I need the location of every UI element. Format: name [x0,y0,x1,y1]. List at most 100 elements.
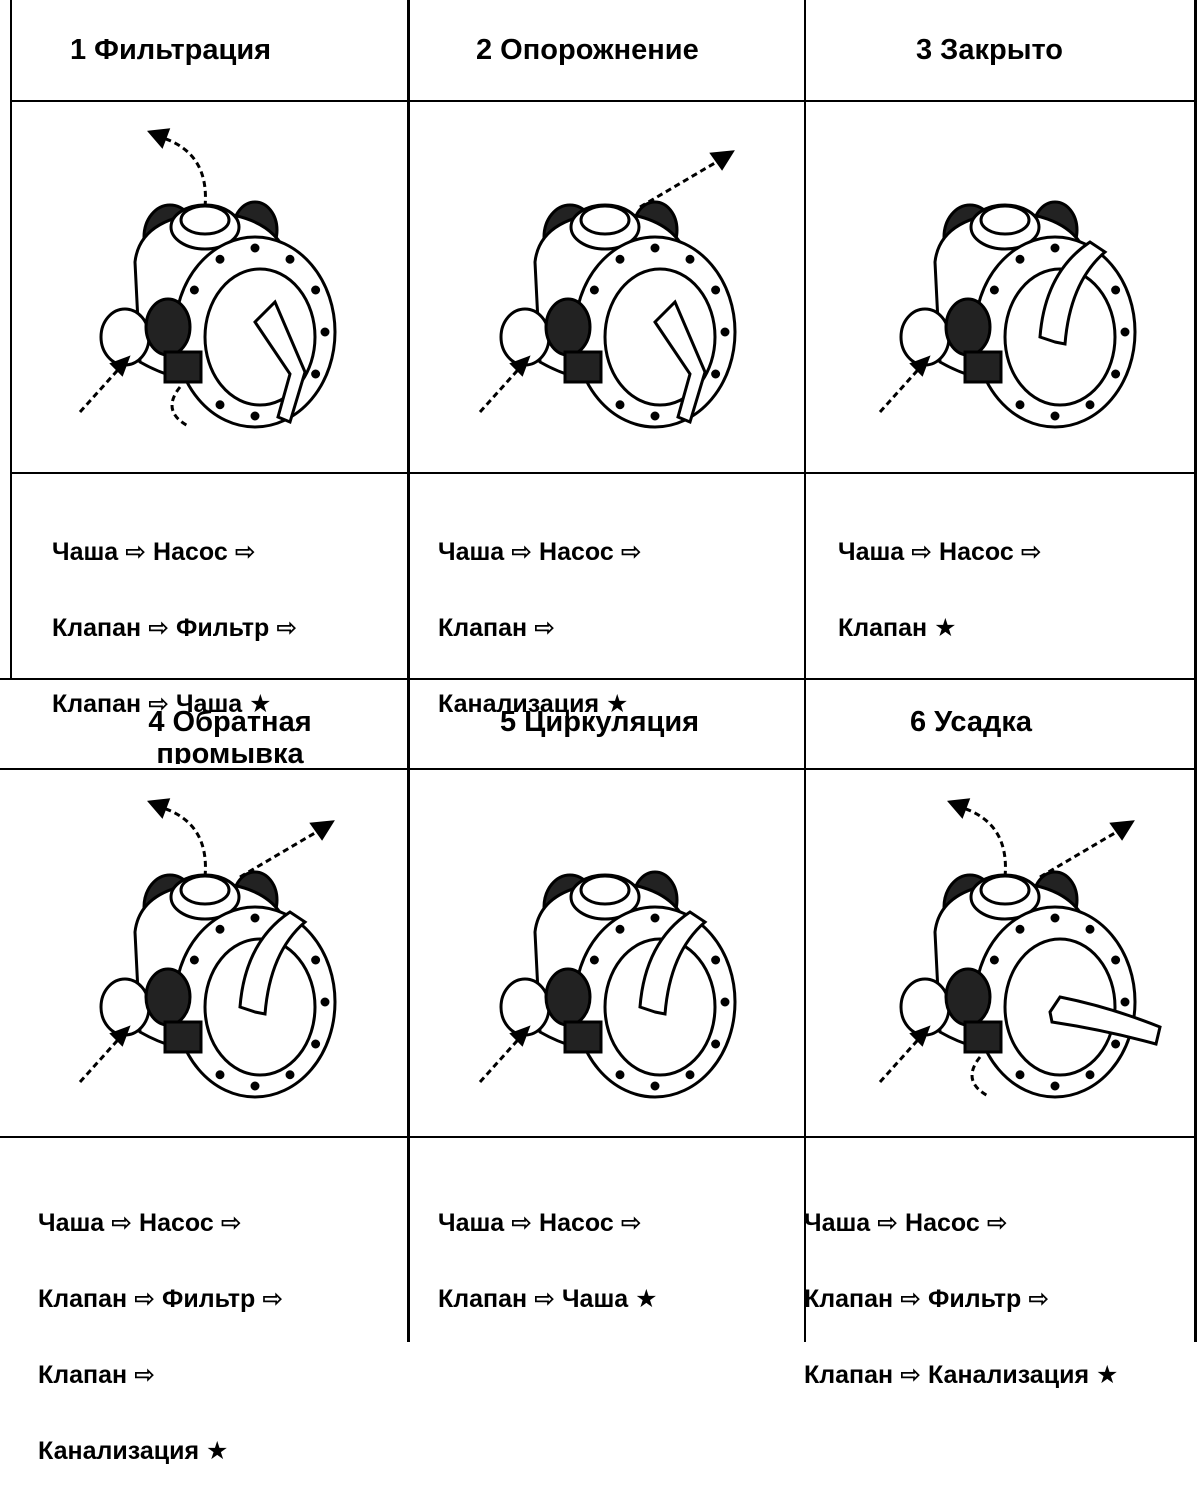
flange-bolt [252,915,258,921]
waste-arrowhead [712,152,732,168]
port-top-inner [181,876,229,904]
desc-line: Чаша ⇨ Насос ⇨ [38,1204,283,1242]
flange-bolt [1122,999,1128,1005]
flange-bolt [652,1083,658,1089]
desc-line: Клапан ★ [838,609,1042,647]
desc-line: Клапан ⇨ Фильтр ⇨ [52,609,297,647]
return-arrowhead [950,800,968,816]
flange-bolt [1017,926,1023,932]
port-side-inner [946,299,990,355]
flange-bolt [1113,957,1119,963]
waste-arrow-line [240,827,325,877]
valve-body [501,872,735,1097]
desc-line: Канализация ★ [438,685,642,723]
flange-bolt [1113,287,1119,293]
flange-bolt [313,287,319,293]
flange-bolt [652,915,658,921]
waste-arrow-line [640,157,725,207]
return-arrowhead [150,130,168,146]
port-side-inner [546,299,590,355]
table-row-line-5 [0,1136,1197,1138]
port-side-front [901,979,949,1035]
table-divider-2 [804,0,806,1342]
port-side-front [101,979,149,1035]
desc-line: Клапан ⇨ Фильтр ⇨ [38,1280,283,1318]
flange-bolt [217,1072,223,1078]
desc-line: Чаша ⇨ Насос ⇨ [438,1204,658,1242]
port-top-inner [981,206,1029,234]
desc-line: Чаша ⇨ Насос ⇨ [52,533,297,571]
desc-line: Клапан ⇨ Канализация ★ [804,1356,1118,1394]
clean-arrow-line [172,387,190,427]
flange-bolt [722,329,728,335]
flange-bolt [713,287,719,293]
flange-bolt [1087,926,1093,932]
desc-line: Чаша ⇨ Насос ⇨ [438,533,642,571]
flange-bolt [252,413,258,419]
flange-bolt [652,245,658,251]
flange-bolt [617,926,623,932]
flange-bolt [652,413,658,419]
flange-bolt [252,1083,258,1089]
mode-desc-closed: Чаша ⇨ Насос ⇨ Клапан ★ [838,495,1042,685]
valve-body [501,202,735,427]
flange-bolt [287,256,293,262]
mode-desc-filtration: Чаша ⇨ Насос ⇨ Клапан ⇨ Фильтр ⇨ Клапан … [52,495,297,761]
mode-title-rinse: 6 Усадка [910,706,1032,738]
flange-bolt [1087,1072,1093,1078]
flange-bolt [991,287,997,293]
flange-bolt [313,371,319,377]
flow-arrows [480,1028,528,1082]
valve-illustration-closed [840,112,1170,462]
valve-illustration-filtration [40,112,380,462]
flange-bolt [322,999,328,1005]
flange-bolt [713,957,719,963]
flange-bolt [252,245,258,251]
desc-line: Чаша ⇨ Насос ⇨ [838,533,1042,571]
flange-bolt [217,402,223,408]
port-bottom [565,352,601,382]
flange-bolt [1017,1072,1023,1078]
desc-line: Чаша ⇨ Насос ⇨ [804,1204,1118,1242]
flange-bolt [313,1041,319,1047]
port-side-front [501,979,549,1035]
flange-bolt [217,926,223,932]
port-bottom [565,1022,601,1052]
table-row-line-4 [0,768,1197,770]
flange-bolt [191,287,197,293]
mode-desc-rinse: Чаша ⇨ Насос ⇨ Клапан ⇨ Фильтр ⇨ Клапан … [804,1166,1118,1432]
waste-arrowhead [312,822,332,838]
flange-bolt [687,1072,693,1078]
table-border-left [10,0,12,680]
mode-title-closed: 3 Закрыто [916,34,1063,66]
valve-modes-table: 1 Фильтрация 2 Опорожнение 3 Закрыто 4 О… [0,0,1198,1342]
table-row-line-2 [10,472,1197,474]
flange-bolt [1052,245,1058,251]
mode-desc-backwash: Чаша ⇨ Насос ⇨ Клапан ⇨ Фильтр ⇨ Клапан … [38,1166,283,1508]
flange-bolt [713,1041,719,1047]
valve-body [101,872,335,1097]
flange-bolt [1052,1083,1058,1089]
mode-desc-drain: Чаша ⇨ Насос ⇨ Клапан ⇨ Канализация ★ [438,495,642,761]
flange-bolt [687,256,693,262]
return-arrow-line [960,807,1005,877]
return-arrowhead [150,800,168,816]
flange-bolt [1087,402,1093,408]
mode-title-drain: 2 Опорожнение [476,34,699,66]
flange-bolt [617,1072,623,1078]
flange-bolt [1113,1041,1119,1047]
table-divider-1 [407,0,410,1342]
flange-bolt [617,402,623,408]
port-top-inner [581,206,629,234]
waste-arrowhead [1112,822,1132,838]
desc-line: Канализация ★ [38,1432,283,1470]
flange-bolt [322,329,328,335]
flange-bolt [591,287,597,293]
mode-desc-circulation: Чаша ⇨ Насос ⇨ Клапан ⇨ Чаша ★ [438,1166,658,1356]
desc-line: Клапан ⇨ Чаша ★ [52,685,297,723]
flange-bolt [1052,413,1058,419]
valve-illustration-drain [440,112,780,462]
port-bottom [965,1022,1001,1052]
port-side-front [901,309,949,365]
valve-body [901,872,1160,1097]
